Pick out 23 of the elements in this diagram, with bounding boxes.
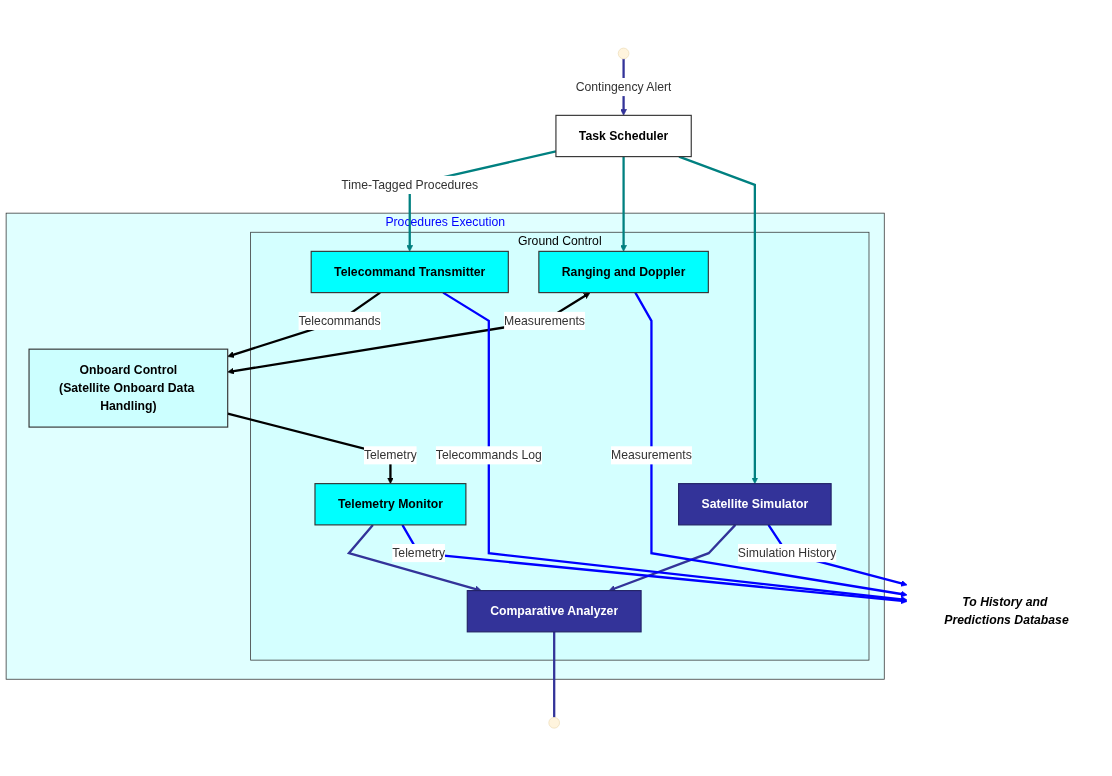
arrow bbox=[227, 291, 381, 358]
node-box: Ranging and Doppler bbox=[538, 250, 709, 294]
arrow bbox=[620, 156, 627, 252]
edge-label: Telecommands Log bbox=[435, 448, 542, 462]
edge-label: Time-Tagged Procedures bbox=[341, 177, 479, 191]
arrow bbox=[608, 524, 737, 592]
edge-label: Simulation History bbox=[737, 546, 837, 560]
edge-label: Telecommands bbox=[298, 313, 381, 327]
arrow bbox=[227, 292, 591, 375]
edge-label: Measurements bbox=[611, 448, 692, 462]
node-box: Telecommand Transmitter bbox=[310, 250, 509, 294]
edge-label: Telemetry bbox=[392, 546, 446, 560]
edge-label: Contingency Alert bbox=[575, 80, 672, 94]
edge-label: Measurements bbox=[504, 313, 585, 327]
node-text: To History and Predictions Database bbox=[944, 595, 1069, 627]
connector bbox=[553, 631, 556, 718]
node-box: Telemetry Monitor bbox=[314, 482, 467, 526]
arrow bbox=[678, 155, 759, 484]
node-box: Comparative Analyzer bbox=[466, 589, 642, 633]
node-box: Task Scheduler bbox=[555, 114, 692, 158]
node-box: Satellite Simulator bbox=[678, 482, 832, 526]
edge-label: Telemetry bbox=[363, 448, 417, 462]
node-box: Onboard Control (Satellite Onboard Data Handling) bbox=[28, 348, 229, 428]
